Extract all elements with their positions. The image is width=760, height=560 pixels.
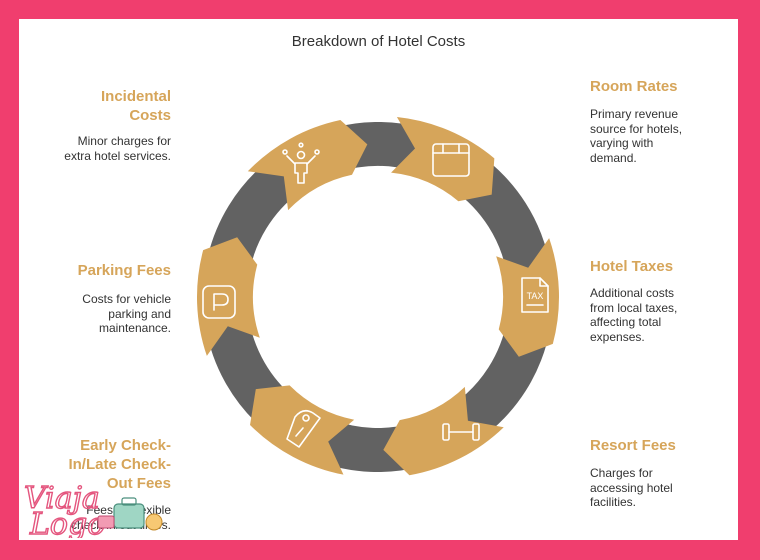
diagram-card: Breakdown of Hotel Costs TAX <box>19 19 738 540</box>
parking-icon <box>202 285 236 319</box>
watermark-logo-text: Viaja <box>24 481 100 516</box>
door-hanger-icon <box>286 409 321 448</box>
cost-ring: TAX <box>197 116 559 476</box>
calendar-icon <box>432 143 470 177</box>
ring-segment-hotel-taxes <box>496 238 559 357</box>
ring-segment-parking-fees <box>197 237 260 356</box>
label-hotel-taxes: Hotel Taxes <box>590 258 674 275</box>
label-resort-fees: Resort Fees <box>590 437 676 454</box>
dumbbell-icon <box>442 423 480 441</box>
juggling-person-icon <box>282 142 320 184</box>
label-parking-fees: Parking Fees <box>77 262 171 279</box>
label-early-late-fees: Early Check-In/Late Check-Out Fees <box>68 437 171 492</box>
travel-luggage-icon <box>97 497 163 531</box>
diagram-title: Breakdown of Hotel Costs <box>291 33 466 50</box>
label-room-rates: Room Rates <box>590 78 678 95</box>
ring-segment-room-rates <box>391 116 495 202</box>
svg-text:Logo: Logo <box>29 507 105 538</box>
svg-text:TAX: TAX <box>527 291 544 301</box>
tax-document-icon: TAX <box>521 277 549 313</box>
watermark-logo: Viaja Logo <box>23 480 163 538</box>
